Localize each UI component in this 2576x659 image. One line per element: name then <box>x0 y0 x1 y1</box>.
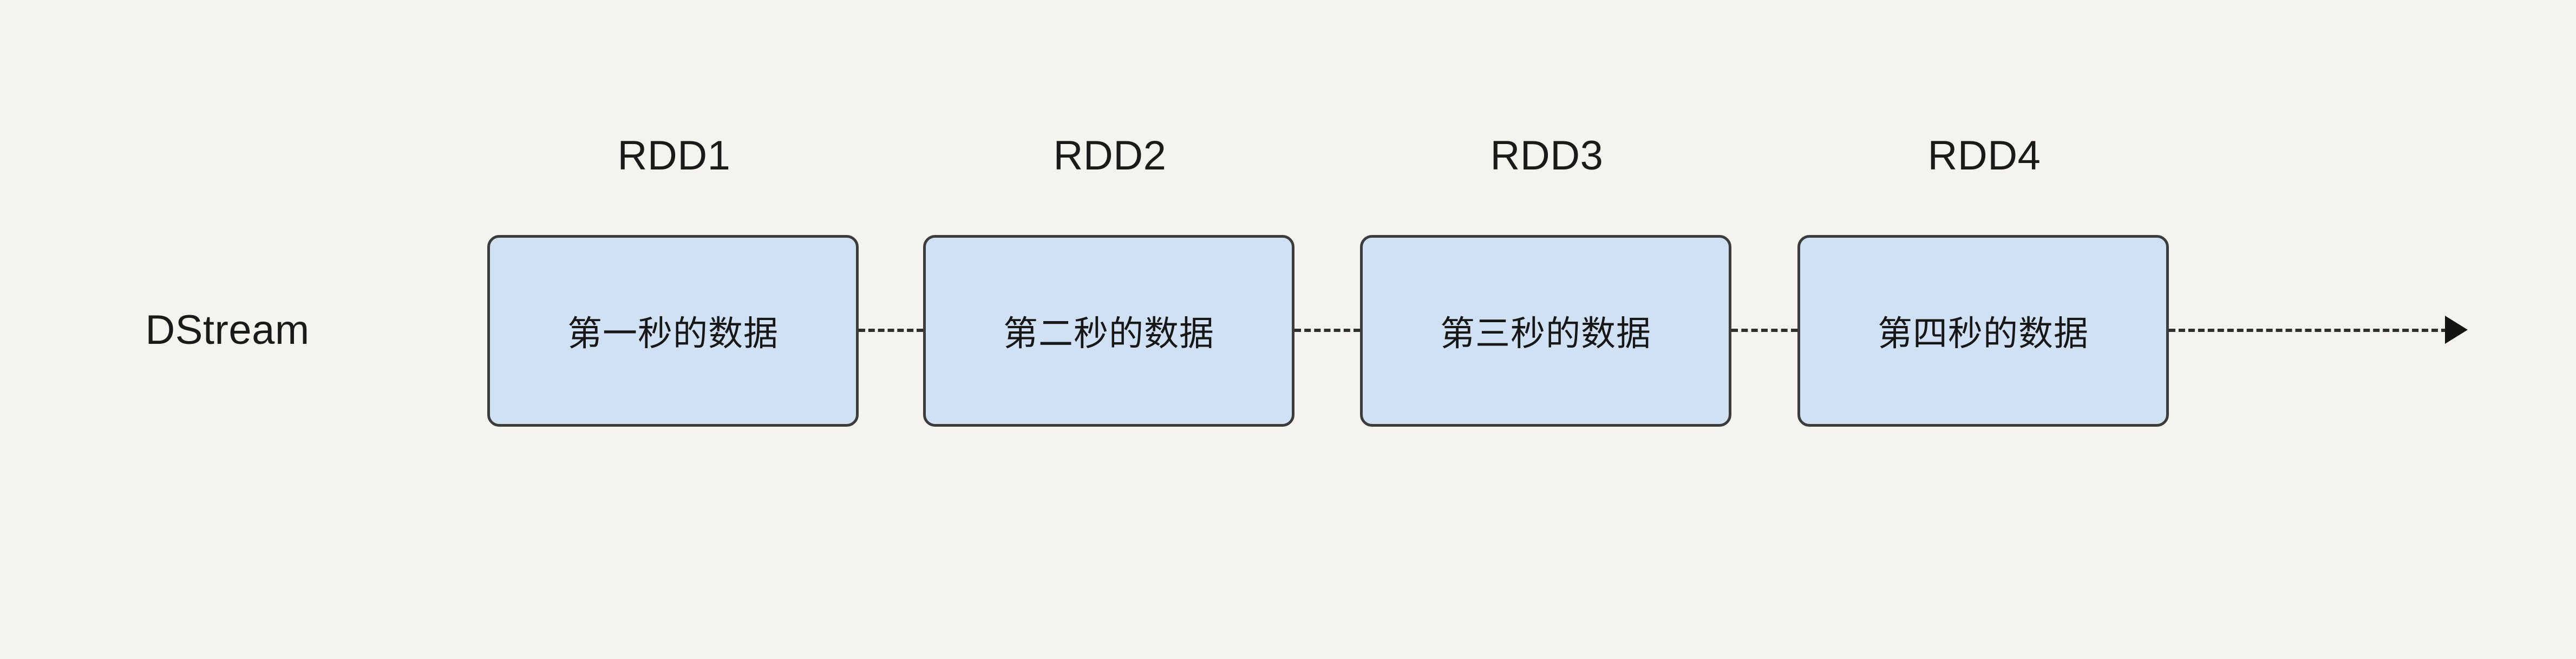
rdd-caption-4: RDD4 <box>1927 133 2041 179</box>
rdd-box-2[interactable]: 第二秒的数据 <box>923 235 1294 427</box>
dstream-row-label: DStream <box>145 307 310 353</box>
rdd-box-4[interactable]: 第四秒的数据 <box>1797 235 2169 427</box>
rdd-box-3-label: 第三秒的数据 <box>1440 314 1651 353</box>
rdd-caption-1: RDD1 <box>617 133 731 179</box>
connector-rdd4-continuation <box>2169 329 2448 332</box>
rdd-caption-2: RDD2 <box>1053 133 1167 179</box>
rdd-caption-3: RDD3 <box>1490 133 1604 179</box>
rdd-box-1-label: 第一秒的数据 <box>567 314 779 353</box>
connector-rdd1-rdd2 <box>859 329 923 332</box>
arrow-head-icon <box>2445 316 2468 344</box>
connector-rdd2-rdd3 <box>1294 329 1360 332</box>
rdd-box-3[interactable]: 第三秒的数据 <box>1360 235 1731 427</box>
rdd-box-4-label: 第四秒的数据 <box>1878 314 2089 353</box>
connector-rdd3-rdd4 <box>1731 329 1797 332</box>
rdd-box-2-label: 第二秒的数据 <box>1003 314 1214 353</box>
rdd-box-1[interactable]: 第一秒的数据 <box>487 235 859 427</box>
